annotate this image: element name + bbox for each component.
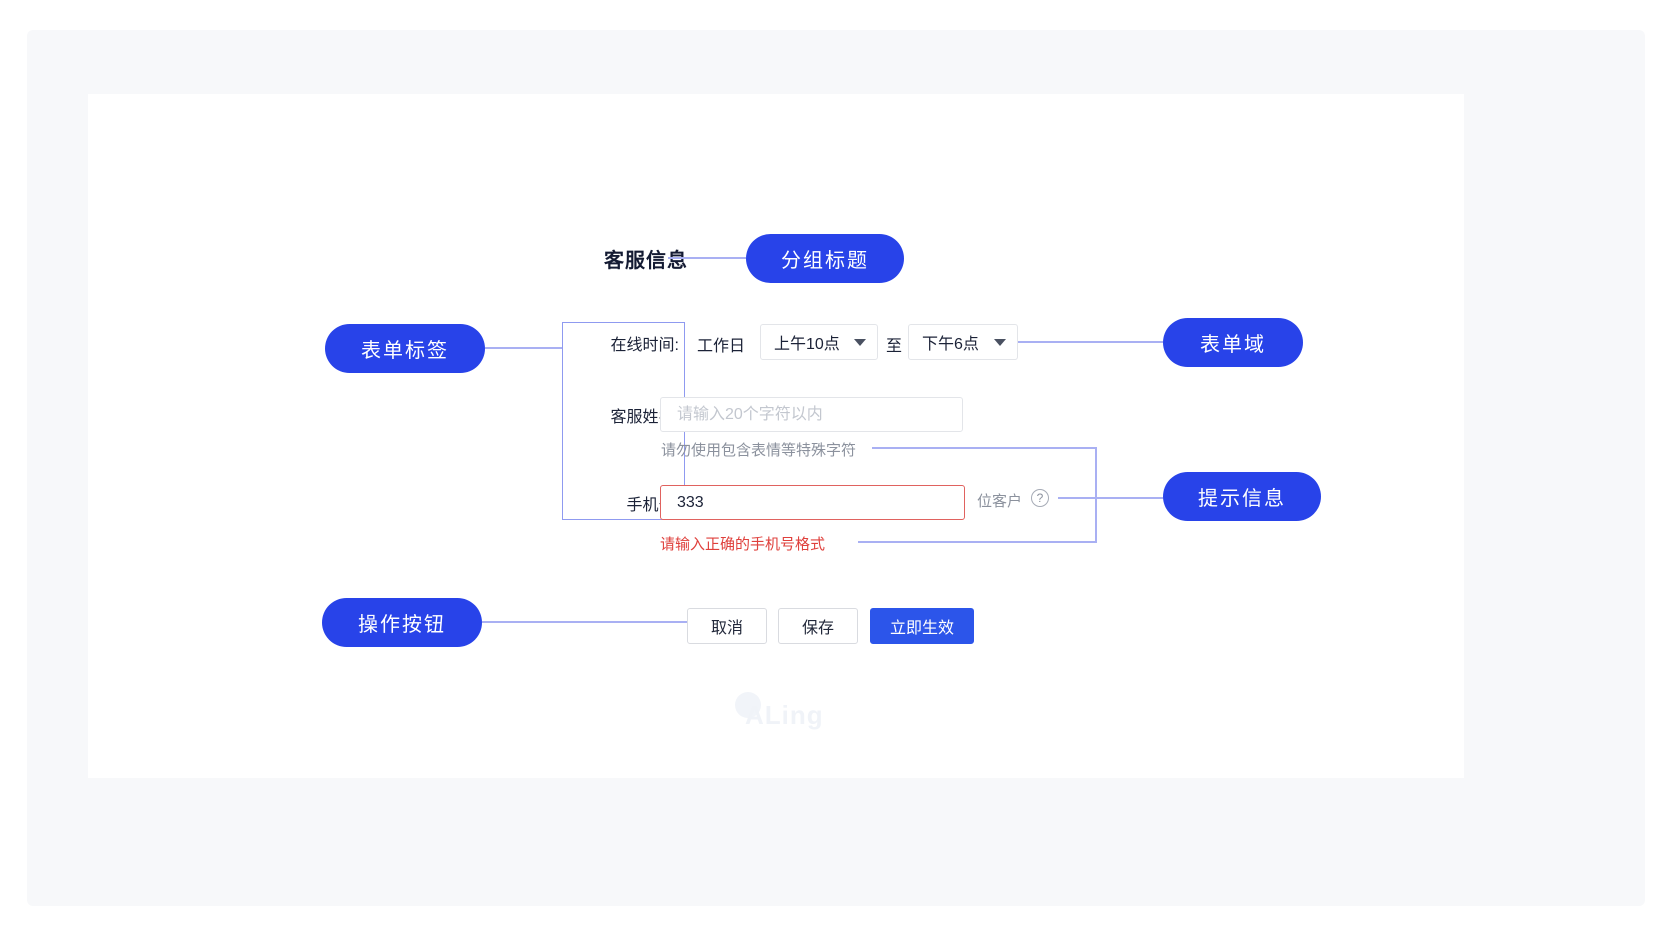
connector-line-helper — [872, 447, 1095, 449]
end-time-select[interactable]: 下午6点 — [908, 324, 1018, 360]
annotation-pill-actions: 操作按钮 — [322, 598, 482, 647]
connector-line-hint — [1058, 497, 1163, 499]
connector-line-actions — [482, 621, 687, 623]
annotation-pill-group-title: 分组标题 — [746, 234, 904, 283]
annotation-pill-label: 操作按钮 — [358, 614, 446, 636]
end-time-value: 下午6点 — [922, 336, 979, 353]
annotation-pill-label: 提示信息 — [1198, 488, 1286, 510]
connector-line-form-field — [1018, 341, 1163, 343]
start-time-value: 上午10点 — [774, 336, 840, 353]
annotation-pill-form-field: 表单域 — [1163, 318, 1303, 367]
connector-line-form-label — [485, 347, 562, 349]
annotation-pill-form-label: 表单标签 — [325, 324, 485, 373]
form-group-title: 客服信息 — [604, 250, 688, 272]
annotation-pill-hint: 提示信息 — [1163, 472, 1321, 521]
phone-input[interactable] — [660, 485, 965, 520]
start-time-select[interactable]: 上午10点 — [760, 324, 878, 360]
annotation-pill-label: 表单标签 — [361, 340, 449, 362]
annotation-pill-label: 表单域 — [1200, 334, 1266, 356]
cancel-button[interactable]: 取消 — [687, 608, 767, 644]
apply-now-button[interactable]: 立即生效 — [870, 608, 974, 644]
save-button[interactable]: 保存 — [778, 608, 858, 644]
service-name-helper-text: 请勿使用包含表情等特殊字符 — [661, 442, 857, 459]
chevron-down-icon — [994, 338, 1006, 346]
phone-error-text: 请输入正确的手机号格式 — [660, 536, 826, 553]
online-time-prefix: 工作日 — [697, 338, 746, 355]
question-mark-glyph: ? — [1036, 491, 1044, 505]
connector-line-error — [858, 541, 1095, 543]
phone-suffix-text: 位客户 — [977, 493, 1023, 510]
time-range-separator: 至 — [886, 338, 903, 355]
form-card — [88, 94, 1464, 778]
question-mark-icon[interactable]: ? — [1031, 489, 1049, 507]
online-time-label: 在线时间: — [610, 337, 679, 354]
chevron-down-icon — [854, 338, 866, 346]
hint-bracket-vertical-line — [1095, 447, 1097, 543]
service-name-input[interactable] — [660, 397, 963, 432]
annotation-pill-label: 分组标题 — [781, 250, 869, 272]
connector-line-group-title — [668, 257, 746, 259]
